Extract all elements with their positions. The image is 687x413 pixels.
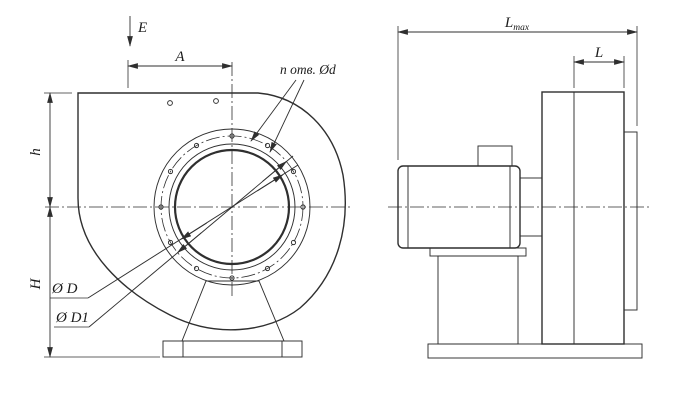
motor-foot-plate bbox=[429, 247, 527, 257]
scroll-casing-outline bbox=[77, 92, 346, 331]
casing-rivet bbox=[167, 100, 173, 106]
support-pedestal-front bbox=[181, 280, 285, 342]
dim-label-dia-d1: Ø D1 bbox=[55, 310, 89, 326]
bolt-hole bbox=[264, 265, 271, 272]
dimension-cap-h: H bbox=[28, 206, 160, 358]
dim-label-cap-h: H bbox=[28, 277, 44, 290]
casing-side-panel bbox=[541, 91, 625, 345]
dim-label-a: A bbox=[174, 49, 185, 65]
dia-d-arrow bbox=[257, 174, 284, 192]
bolt-hole bbox=[193, 142, 200, 149]
dimension-lmax: Lmax bbox=[397, 15, 638, 160]
side-view: Lmax L bbox=[388, 15, 652, 359]
base-plate-side bbox=[427, 343, 643, 359]
bolt-hole bbox=[290, 168, 297, 175]
dim-label-e: E bbox=[137, 20, 147, 36]
motor-junction-box bbox=[477, 145, 513, 167]
bolt-hole bbox=[167, 168, 174, 175]
dia-d1-arrow bbox=[262, 160, 288, 182]
dia-d1-arrow bbox=[176, 232, 202, 254]
dimension-h: h bbox=[28, 92, 72, 208]
holes-leader bbox=[269, 79, 305, 153]
holes-note: n отв. Ød bbox=[250, 62, 336, 153]
bolt-hole bbox=[193, 265, 200, 272]
inlet-collar bbox=[623, 131, 638, 311]
dimension-l: L bbox=[573, 45, 625, 88]
dim-label-l: L bbox=[594, 45, 603, 61]
front-view: E A h H Ø D bbox=[28, 16, 350, 358]
bolt-hole bbox=[167, 239, 174, 246]
bolt-hole bbox=[229, 275, 235, 281]
holes-leader bbox=[250, 79, 297, 142]
dia-d-arrow bbox=[180, 222, 207, 240]
bolt-hole bbox=[290, 239, 297, 246]
dim-label-dia-d: Ø D bbox=[51, 281, 78, 297]
dimension-dia-d1: Ø D1 bbox=[54, 155, 294, 328]
holes-note-label: n отв. Ød bbox=[280, 62, 336, 77]
bolt-hole bbox=[264, 142, 271, 149]
dimension-e: E bbox=[127, 16, 147, 47]
support-pedestal-side bbox=[437, 255, 519, 345]
dim-label-lmax: Lmax bbox=[504, 15, 530, 33]
dimension-a: A bbox=[127, 49, 233, 88]
casing-rivet bbox=[213, 98, 219, 104]
base-plate-front bbox=[162, 340, 303, 358]
dim-label-h: h bbox=[28, 148, 44, 156]
dimension-dia-d: Ø D bbox=[50, 164, 299, 299]
